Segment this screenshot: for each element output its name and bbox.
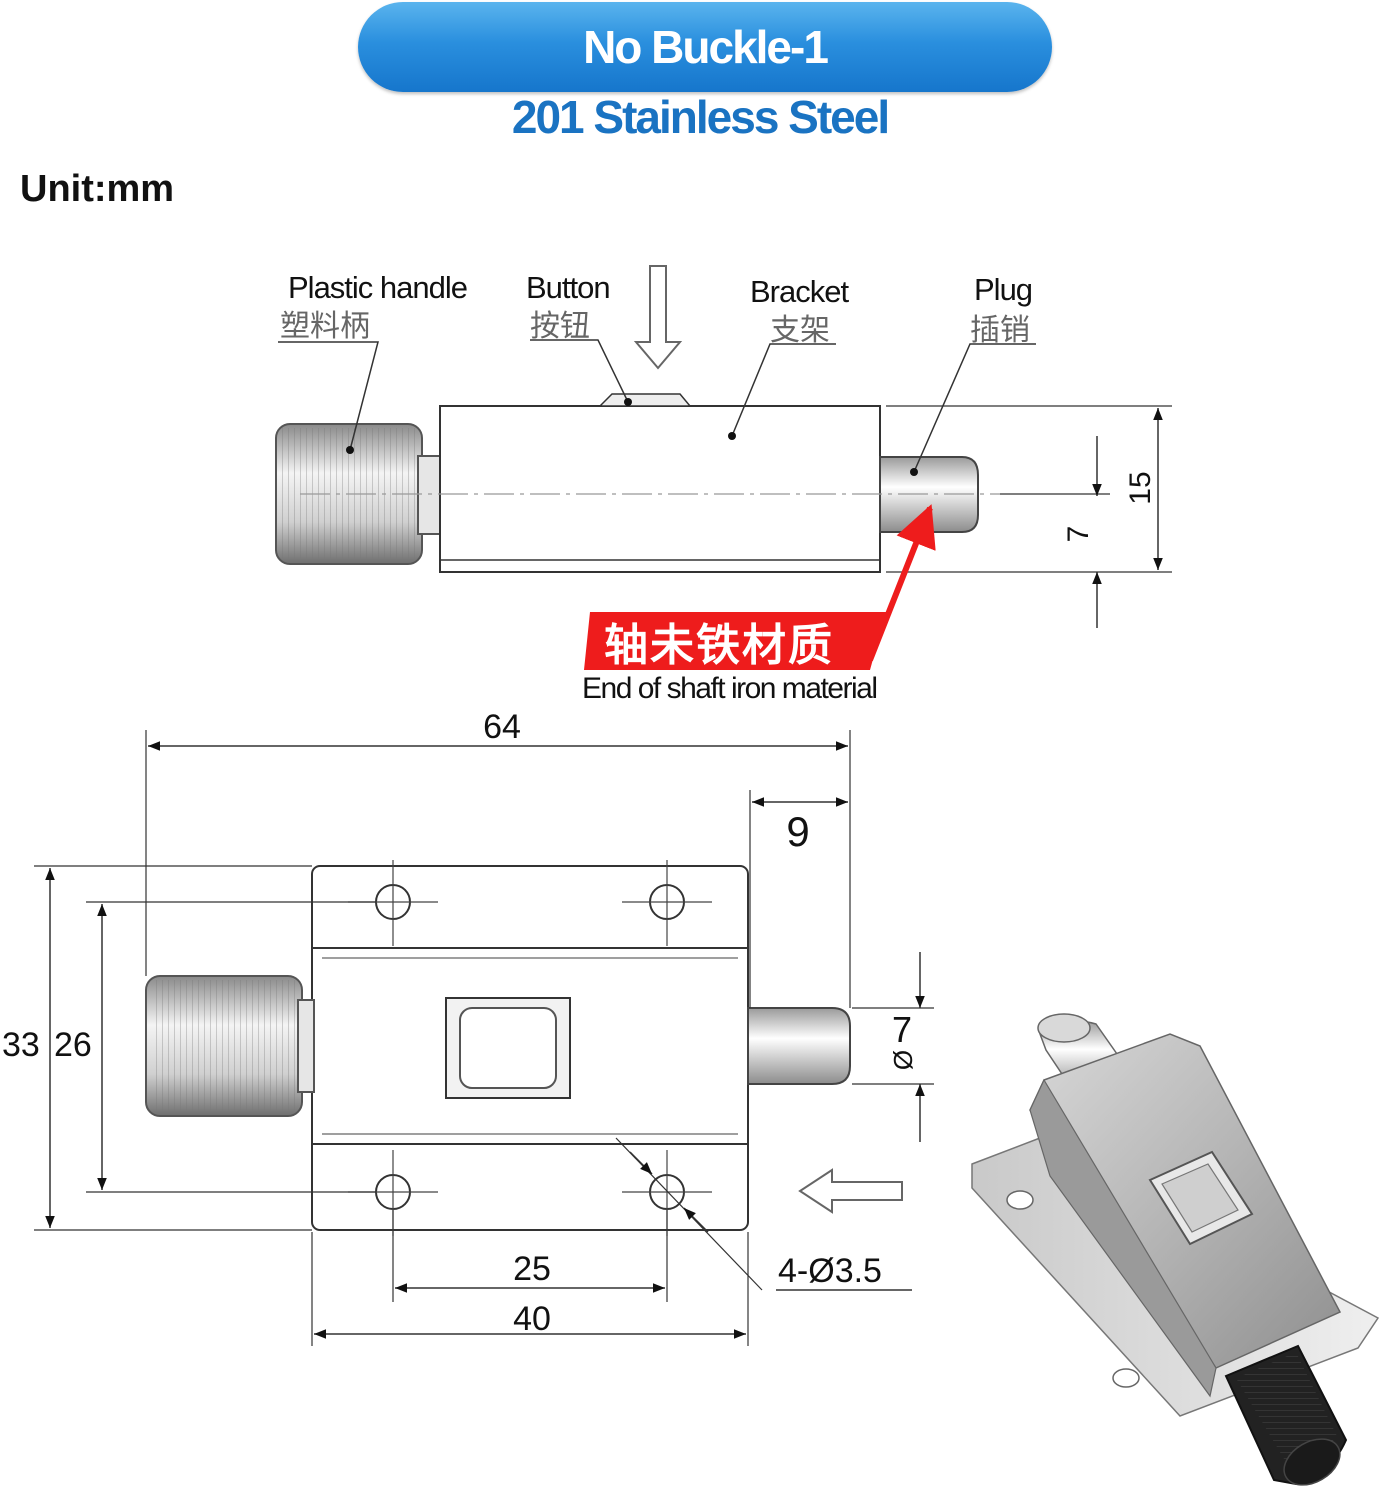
insert-arrow-icon	[798, 1168, 903, 1214]
dim-holes-count: 4-Ø3.5	[778, 1252, 882, 1290]
dim-plug-length: 9	[786, 808, 809, 855]
note-cn: 轴未铁材质	[604, 620, 834, 671]
label-button: Button	[526, 270, 610, 305]
side-button	[598, 393, 692, 407]
photo-hole	[1112, 1368, 1140, 1388]
label-plastic-handle-cn: 塑料柄	[280, 309, 370, 344]
material-subtitle: 201 Stainless Steel	[511, 91, 890, 143]
photo-hole	[1006, 1190, 1034, 1210]
label-plastic-handle: Plastic handle	[288, 270, 467, 305]
note-en: End of shaft iron material	[582, 672, 877, 705]
side-bracket-body	[439, 405, 881, 573]
dim-plate-height: 33	[2, 1026, 40, 1064]
push-arrow-icon	[633, 265, 683, 370]
label-plug: Plug	[974, 272, 1032, 307]
dim-plug-diameter: 7	[892, 1009, 912, 1050]
top-button	[459, 1007, 557, 1089]
dim-hole-spacing-vertical: 26	[54, 1026, 92, 1064]
diameter-symbol: Ø	[888, 1050, 918, 1070]
label-button-cn: 按钮	[530, 309, 590, 344]
title-banner: No Buckle-1	[358, 2, 1052, 92]
dim-hole-spacing-horizontal: 25	[513, 1250, 551, 1288]
banner-title: No Buckle-1	[583, 21, 829, 73]
top-view: 64 9 33 26 7 Ø 25 40 4-Ø3.5	[2, 708, 934, 1346]
dim-side-offset: 7	[1062, 526, 1095, 543]
dim-side-height: 15	[1124, 471, 1157, 504]
top-handle-ribs	[152, 980, 296, 1112]
unit-label: Unit:mm	[20, 168, 175, 210]
note-badge	[584, 612, 886, 670]
note-arrow	[867, 504, 936, 662]
dim-total-length: 64	[483, 708, 521, 746]
side-handle-neck	[417, 455, 443, 535]
label-bracket: Bracket	[750, 274, 849, 309]
top-plug-pin	[747, 1007, 851, 1085]
label-plug-cn: 插销	[970, 313, 1030, 348]
label-bracket-cn: 支架	[770, 313, 830, 348]
dim-plate-width: 40	[513, 1300, 551, 1338]
side-view: Plastic handle 塑料柄 Button 按钮 Bracket 支架 …	[275, 265, 1172, 705]
product-photo	[971, 1013, 1380, 1486]
